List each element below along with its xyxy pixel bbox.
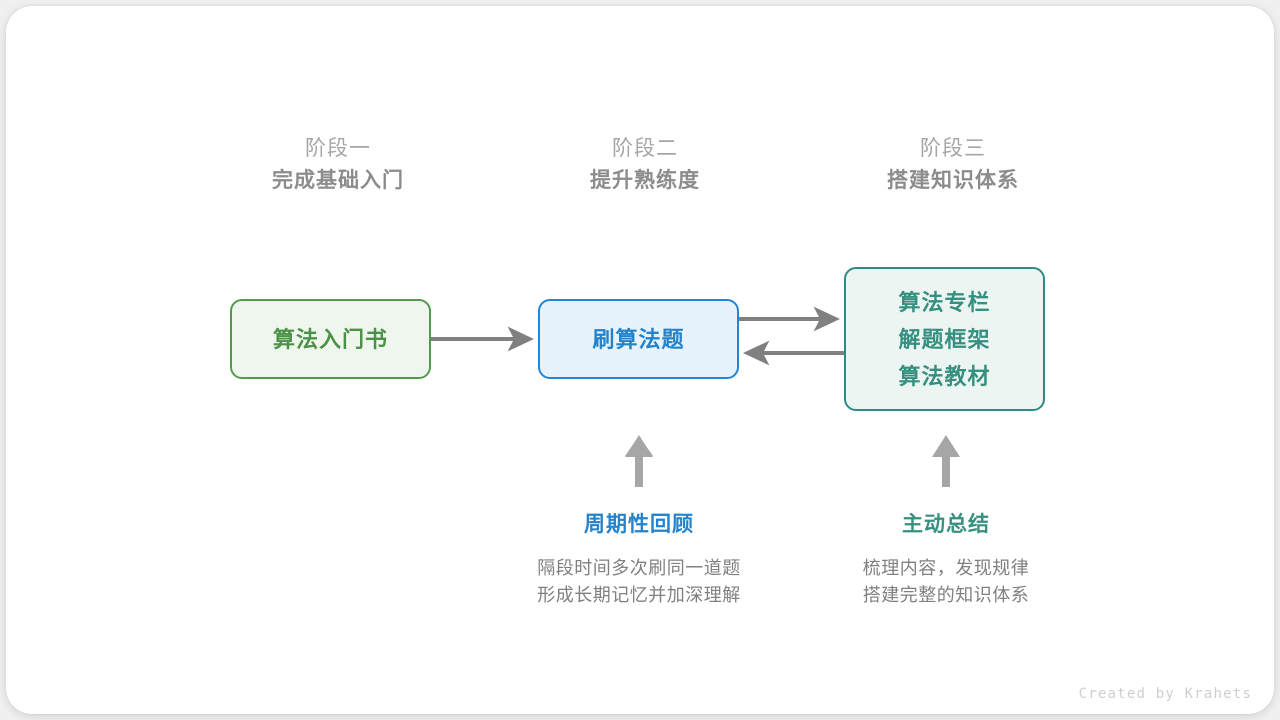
note-review-body: 隔段时间多次刷同一道题 形成长期记忆并加深理解 xyxy=(489,555,789,609)
node-practice-label: 刷算法题 xyxy=(592,326,685,352)
node-knowledge-line-3: 算法教材 xyxy=(898,363,991,389)
credit-label: Created by Krahets xyxy=(1078,686,1252,702)
diagram-card: 阶段一 完成基础入门 阶段二 提升熟练度 阶段三 搭建知识体系 算法入门书 刷算… xyxy=(6,6,1274,714)
node-knowledge-resources[interactable]: 算法专栏 解题框架 算法教材 xyxy=(844,267,1045,411)
arrow-summary-up-icon xyxy=(932,435,960,487)
stage-header-1: 阶段一 完成基础入门 xyxy=(208,134,468,198)
node-algorithm-intro-book[interactable]: 算法入门书 xyxy=(230,299,431,379)
node-practice-problems[interactable]: 刷算法题 xyxy=(538,299,739,379)
stage-header-3: 阶段三 搭建知识体系 xyxy=(823,134,1083,198)
stage-3-title: 搭建知识体系 xyxy=(887,169,1019,192)
node-knowledge-line-2: 解题框架 xyxy=(898,326,991,352)
note-active-summary: 主动总结 梳理内容，发现规律 搭建完整的知识体系 xyxy=(796,509,1096,609)
note-periodic-review: 周期性回顾 隔段时间多次刷同一道题 形成长期记忆并加深理解 xyxy=(489,509,789,609)
stage-2-subtitle: 阶段二 xyxy=(612,137,678,160)
node-book-label: 算法入门书 xyxy=(272,326,388,352)
note-review-line-1: 隔段时间多次刷同一道题 xyxy=(537,558,741,578)
note-summary-line-2: 搭建完整的知识体系 xyxy=(862,585,1030,605)
stage-header-2: 阶段二 提升熟练度 xyxy=(515,134,775,198)
note-summary-body: 梳理内容，发现规律 搭建完整的知识体系 xyxy=(796,555,1096,609)
arrow-review-up-icon xyxy=(625,435,653,487)
stage-2-title: 提升熟练度 xyxy=(590,169,700,192)
node-knowledge-line-1: 算法专栏 xyxy=(898,289,991,315)
stage-1-title: 完成基础入门 xyxy=(272,169,404,192)
stage-3-subtitle: 阶段三 xyxy=(920,137,986,160)
note-summary-heading: 主动总结 xyxy=(902,513,990,536)
note-review-heading: 周期性回顾 xyxy=(584,513,694,536)
stage-1-subtitle: 阶段一 xyxy=(305,137,371,160)
note-review-line-2: 形成长期记忆并加深理解 xyxy=(537,585,741,605)
note-summary-line-1: 梳理内容，发现规律 xyxy=(862,558,1030,578)
